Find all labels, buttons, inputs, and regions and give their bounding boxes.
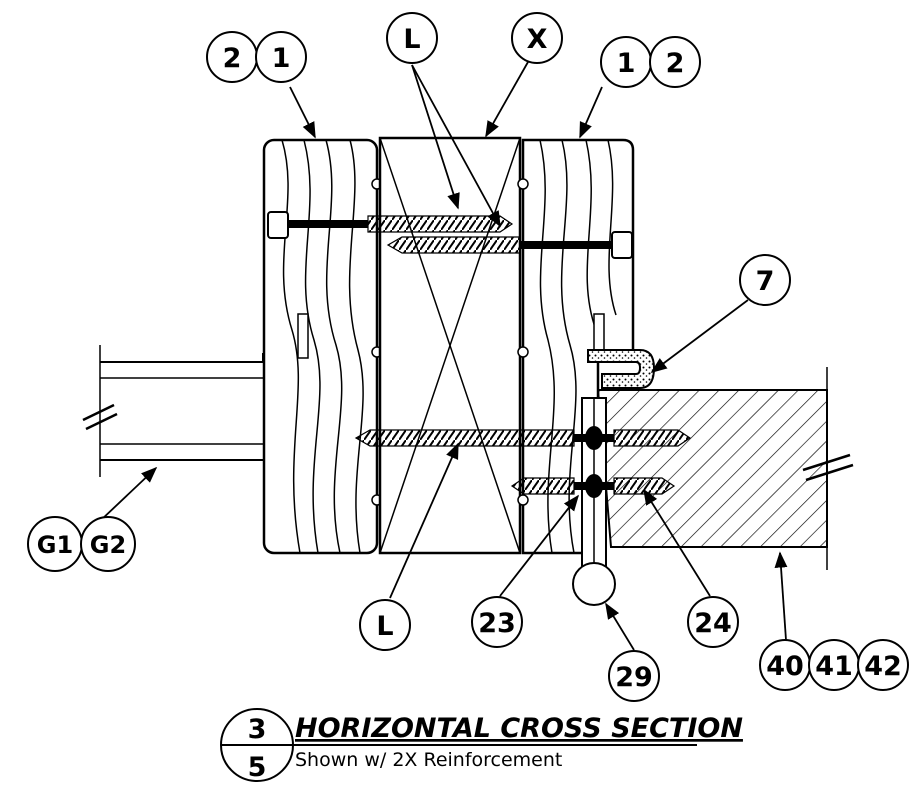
callout-label: L xyxy=(376,611,393,642)
callout-label: 23 xyxy=(478,608,516,639)
callout-label: 41 xyxy=(815,651,853,682)
detail-number: 3 xyxy=(248,714,267,745)
callout-1-2-right: 1 2 xyxy=(600,36,701,88)
screw-upper-right xyxy=(386,231,633,259)
sheet-number: 5 xyxy=(248,752,267,783)
screw-lower-short xyxy=(510,474,676,498)
callout-g1-g2: G1 G2 xyxy=(27,516,136,572)
leader-lines xyxy=(99,61,788,651)
drawing-title: HORIZONTAL CROSS SECTION xyxy=(295,713,743,744)
callout-label: 7 xyxy=(756,266,775,297)
callout-40-41-42: 40 41 42 xyxy=(759,639,909,691)
callout-label: 40 xyxy=(766,651,804,682)
hatched-member xyxy=(596,367,854,570)
screw-lower-long xyxy=(354,426,692,450)
callout-label: 1 xyxy=(272,43,291,74)
callout-label: G1 xyxy=(37,531,73,559)
callout-label: 29 xyxy=(615,662,653,693)
callout-23: 23 xyxy=(471,596,523,648)
center-reinforcement xyxy=(378,136,522,555)
title-block: 3 5 HORIZONTAL CROSS SECTION Shown w/ 2X… xyxy=(220,708,743,783)
drawing-subtitle: Shown w/ 2X Reinforcement xyxy=(295,749,562,771)
callout-label: X xyxy=(527,24,548,55)
callout-l-top: L xyxy=(386,12,438,64)
left-log xyxy=(262,138,383,555)
callout-29: 29 xyxy=(608,650,660,702)
callout-l-bottom: L xyxy=(359,599,411,651)
callout-label: 42 xyxy=(864,651,902,682)
callout-label: 2 xyxy=(666,48,685,79)
callout-label: 1 xyxy=(617,48,636,79)
callout-label: G2 xyxy=(90,531,126,559)
callout-label: 24 xyxy=(694,608,732,639)
callout-24: 24 xyxy=(687,596,739,648)
callout-label: L xyxy=(403,24,420,55)
callout-2-1-left: 2 1 xyxy=(206,31,307,83)
screw-upper-left xyxy=(267,211,514,239)
break-mark-left xyxy=(82,403,115,422)
callout-7: 7 xyxy=(739,254,791,306)
callout-label: 2 xyxy=(223,43,242,74)
break-mark-right xyxy=(802,453,851,472)
callout-x: X xyxy=(511,12,563,64)
